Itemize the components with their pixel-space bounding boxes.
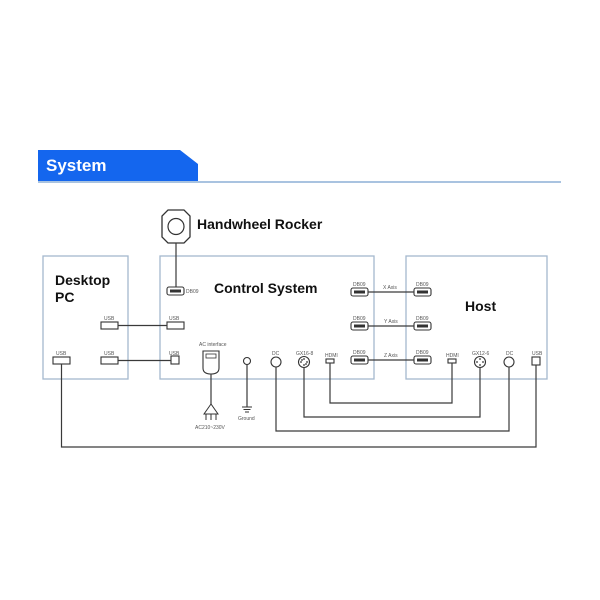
ac-plug-icon — [203, 403, 219, 420]
host-hdmi-port — [447, 358, 457, 364]
control-dc-port — [270, 356, 282, 368]
host-db09-z: DB09 — [413, 350, 432, 365]
svg-text:USB: USB — [169, 351, 180, 357]
ground-label: Ground — [238, 416, 255, 422]
db09-port-handwheel — [166, 286, 185, 296]
host-db09-y: DB09 — [413, 316, 432, 331]
svg-text:USB: USB — [56, 351, 67, 357]
gx16-port — [297, 355, 311, 369]
desktop-label-1: Desktop — [55, 272, 110, 288]
gx12-label: GX12-6 — [472, 351, 489, 357]
hdmi-wire — [329, 363, 453, 404]
control-hdmi-port — [325, 358, 335, 364]
control-hdmi-label: HDMI — [325, 353, 338, 359]
host-usb-label: USB — [532, 351, 543, 357]
control-db09-x: DB09 — [350, 282, 369, 297]
ac-interface-label: AC interface — [199, 342, 227, 348]
control-system-label: Control System — [214, 280, 317, 296]
svg-text:DB09: DB09 — [353, 350, 366, 356]
control-db09-y: DB09 — [350, 316, 369, 331]
control-system-box — [159, 255, 375, 380]
ground-icon — [242, 406, 252, 413]
host-dc-port — [503, 356, 515, 368]
desktop-usb-3: USB — [52, 351, 71, 365]
host-usb-port — [531, 356, 541, 366]
section-header: System Diaphragm — [38, 150, 198, 181]
svg-text:DB09: DB09 — [416, 316, 429, 322]
z-axis-label: Z Axis — [384, 353, 398, 359]
header-divider — [38, 181, 561, 183]
db09-label: DB09 — [186, 289, 199, 295]
ground-port — [242, 356, 252, 366]
y-axis-label: Y Axis — [384, 319, 398, 325]
gx-wire — [303, 367, 481, 418]
host-label: Host — [465, 298, 496, 314]
desktop-usb-2: USB — [100, 351, 119, 365]
svg-text:DB09: DB09 — [416, 350, 429, 356]
host-db09-x: DB09 — [413, 282, 432, 297]
control-usb-2: USB — [169, 351, 180, 365]
dc-wire — [275, 367, 510, 432]
desktop-label-2: PC — [55, 289, 74, 305]
svg-text:USB: USB — [169, 316, 180, 322]
gx12-port — [473, 355, 487, 369]
control-usb-1: USB — [166, 316, 185, 330]
handwheel-label: Handwheel Rocker — [197, 216, 323, 232]
host-hdmi-label: HDMI — [446, 353, 459, 359]
control-db09-z: DB09 — [350, 350, 369, 365]
x-axis-label: X Axis — [383, 285, 397, 291]
usb-host-wire — [60, 364, 537, 448]
svg-text:DB09: DB09 — [353, 316, 366, 322]
svg-text:DB09: DB09 — [353, 282, 366, 288]
ac-interface-port — [202, 350, 220, 375]
gx16-label: GX16-8 — [296, 351, 313, 357]
desktop-usb-1: USB — [100, 316, 119, 330]
host-box — [405, 255, 548, 380]
handwheel-icon — [161, 209, 191, 244]
svg-text:USB: USB — [104, 351, 115, 357]
svg-text:DB09: DB09 — [416, 282, 429, 288]
ac-voltage-label: AC210~230V — [195, 425, 226, 431]
desktop-pc-box — [42, 255, 129, 380]
host-dc-label: DC — [506, 351, 514, 357]
control-dc-label: DC — [272, 351, 280, 357]
svg-text:USB: USB — [104, 316, 115, 322]
